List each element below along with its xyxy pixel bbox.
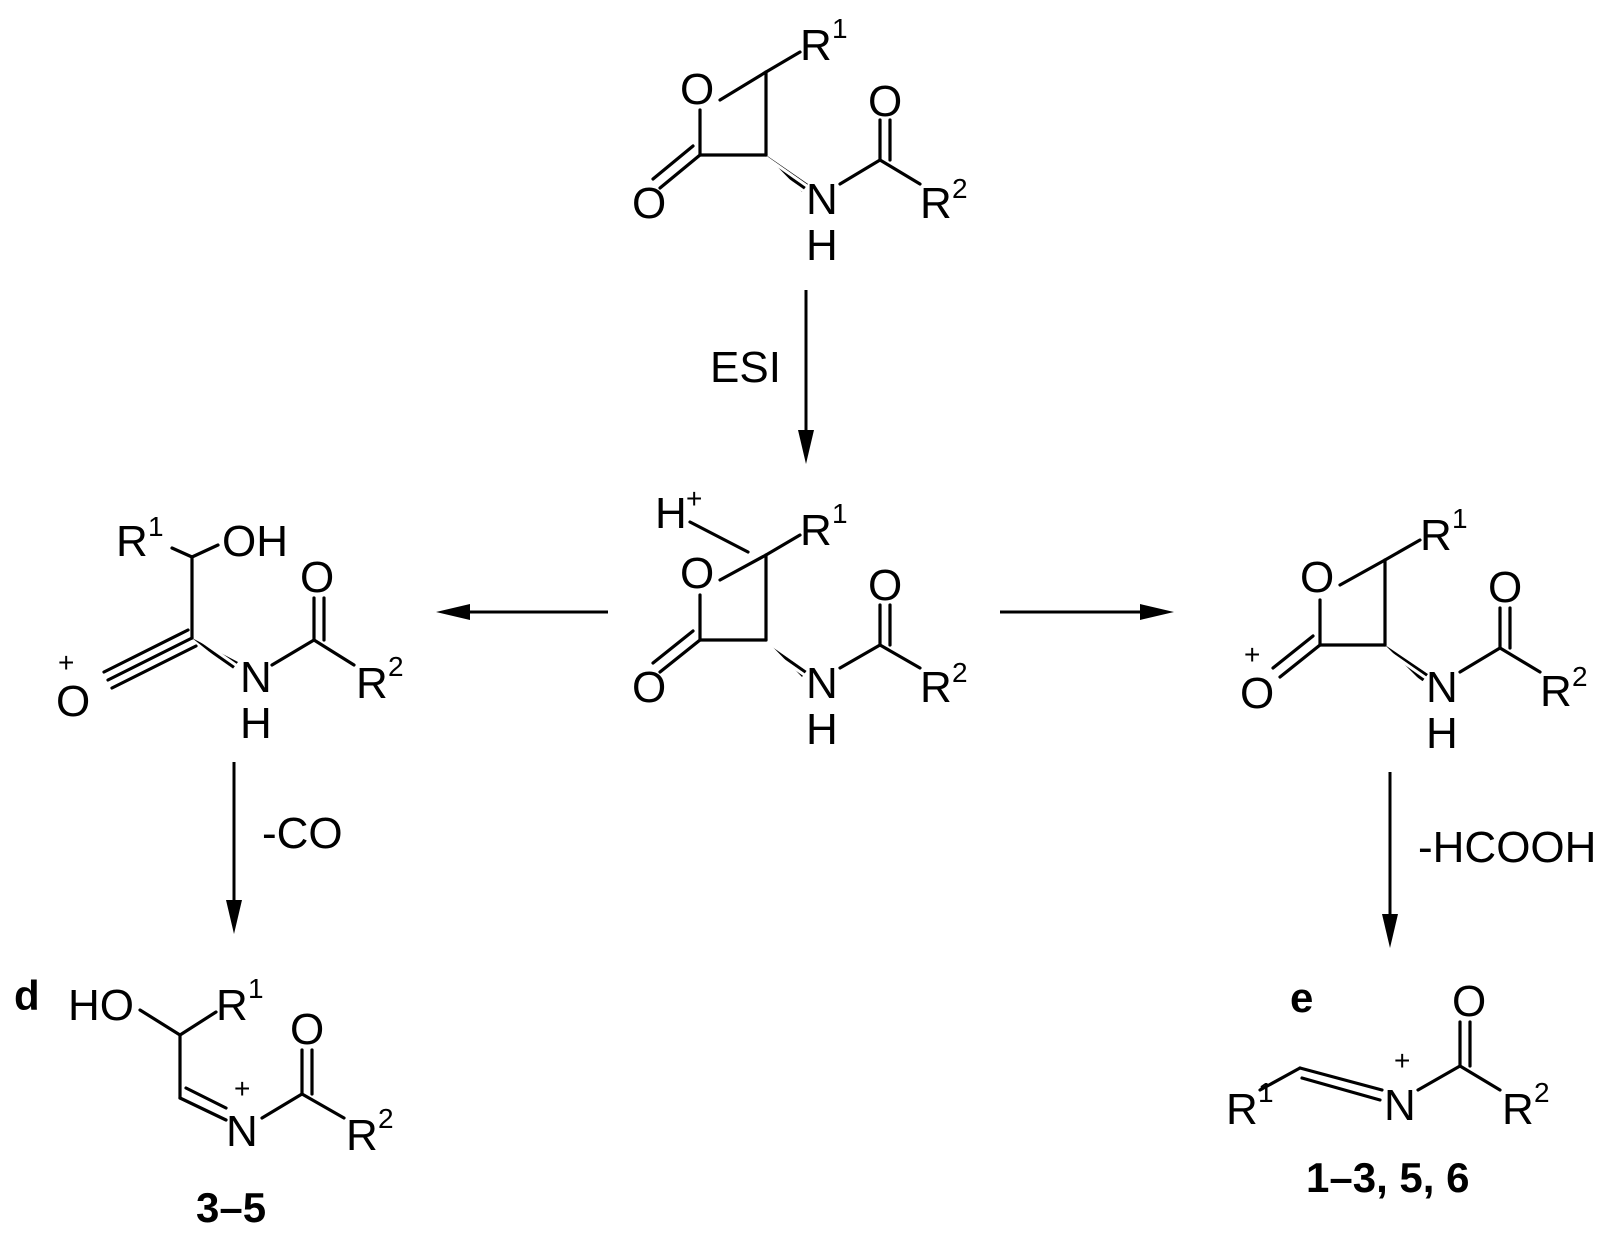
atom-label: R <box>1226 1085 1258 1134</box>
superscript: 1 <box>248 973 264 1004</box>
superscript: 2 <box>1534 1077 1550 1108</box>
superscript: 1 <box>1258 1077 1274 1108</box>
hashed-wedge-bond <box>766 155 808 192</box>
atom-label: R <box>920 179 952 228</box>
structure-lactone-top: O O R 1 O N H R 2 <box>632 13 968 270</box>
atom-label: H <box>806 221 838 270</box>
arrow-minus-hcooh: -HCOOH <box>1382 772 1596 948</box>
atom-label: R <box>356 659 388 708</box>
atom-label: N <box>240 653 272 702</box>
superscript: 2 <box>1572 661 1588 692</box>
atom-label: OH <box>222 517 288 566</box>
atom-label: O <box>1240 669 1274 718</box>
superscript: 2 <box>952 657 968 688</box>
atom-label: O <box>680 65 714 114</box>
arrow-esi: ESI <box>710 290 814 464</box>
atom-label: H <box>240 699 272 748</box>
atom-label: R <box>1502 1085 1534 1134</box>
atom-label: H <box>655 489 687 538</box>
hashed-wedge-bond <box>766 640 808 677</box>
superscript: 1 <box>1452 503 1468 534</box>
reagent-label: -HCOOH <box>1418 823 1596 872</box>
atom-label: R <box>800 21 832 70</box>
atom-label: R <box>116 517 148 566</box>
atom-label: R <box>346 1111 378 1160</box>
atom-label: O <box>290 1005 324 1054</box>
hashed-wedge-bond <box>1385 645 1428 682</box>
atom-label: O <box>1300 553 1334 602</box>
atom-label: O <box>632 179 666 228</box>
superscript: 2 <box>378 1103 394 1134</box>
atom-label: R <box>216 981 248 1030</box>
charge-plus: + <box>1394 1045 1410 1076</box>
atom-label: R <box>800 506 832 555</box>
atom-label: N <box>226 1107 258 1156</box>
atom-label: N <box>1384 1081 1416 1130</box>
superscript: 1 <box>832 498 848 529</box>
reagent-label: -CO <box>262 809 343 858</box>
structure-protonated-lactone: H + O O R 1 O N H R 2 <box>632 483 968 754</box>
charge-plus: + <box>234 1073 250 1104</box>
atom-label: O <box>1452 977 1486 1026</box>
atom-label: N <box>1426 663 1458 712</box>
hashed-wedge-bond <box>192 638 238 670</box>
atom-label: R <box>1420 511 1452 560</box>
compound-label-d: d <box>14 972 40 1019</box>
arrow-minus-co: -CO <box>226 762 343 934</box>
superscript: 1 <box>832 13 848 44</box>
atom-label: R <box>920 663 952 712</box>
reagent-label: ESI <box>710 343 781 392</box>
atom-label: O <box>300 553 334 602</box>
atom-label: H <box>1426 709 1458 758</box>
compound-numbers-d: 3–5 <box>196 1184 266 1231</box>
structure-oxocarbenium-lactone: O + O R 1 O N H R 2 <box>1240 503 1588 758</box>
arrow-to-right <box>1000 604 1174 620</box>
charge-plus: + <box>1244 639 1260 670</box>
structure-product-e: e O R 1 + N R 2 1–3, 5, 6 <box>1226 974 1550 1201</box>
atom-label: N <box>806 175 838 224</box>
atom-label: O <box>868 77 902 126</box>
arrow-to-left <box>436 604 608 620</box>
atom-label: R <box>1540 667 1572 716</box>
atom-label: N <box>806 659 838 708</box>
superscript: 2 <box>952 173 968 204</box>
atom-label: O <box>632 663 666 712</box>
charge-plus: + <box>686 483 702 514</box>
atom-label: O <box>868 561 902 610</box>
atom-label: HO <box>68 981 134 1030</box>
atom-label: O <box>56 677 90 726</box>
structure-acylium: R 1 OH O + O N H R 2 <box>56 511 404 748</box>
superscript: 2 <box>388 651 404 682</box>
superscript: 1 <box>148 511 164 542</box>
structure-product-d: d HO R 1 O + N R 2 3–5 <box>14 972 394 1231</box>
atom-label: O <box>680 549 714 598</box>
atom-label: H <box>806 705 838 754</box>
compound-label-e: e <box>1290 974 1313 1021</box>
atom-label: O <box>1488 563 1522 612</box>
charge-plus: + <box>58 647 74 678</box>
compound-numbers-e: 1–3, 5, 6 <box>1306 1154 1469 1201</box>
